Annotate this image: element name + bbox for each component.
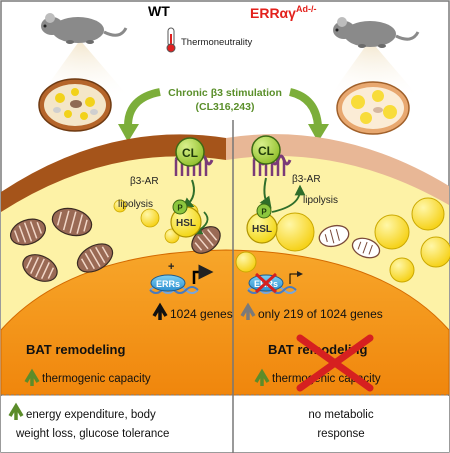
outcome-left-line1: energy expenditure, body — [26, 409, 156, 421]
lipolysis-label-left: lipolysis — [118, 199, 153, 210]
transcription-arrow-right — [289, 271, 303, 284]
wt-title: WT — [148, 3, 170, 19]
remodeling-blocked-cross — [296, 334, 374, 392]
up-arrow-capacity-right — [254, 368, 270, 386]
up-arrow-genes-right — [240, 302, 256, 320]
stimulus-label: Chronic β3 stimulation — [168, 87, 282, 99]
white-adipocyte-icon — [336, 81, 410, 135]
svg-text:CL: CL — [182, 146, 198, 160]
signal-arrow-left — [181, 179, 195, 210]
svg-text:CL: CL — [258, 144, 274, 158]
svg-text:P: P — [261, 208, 267, 217]
membrane-left — [1, 134, 226, 212]
signal-arrow-right — [259, 177, 272, 209]
capacity-label-left: thermogenic capacity — [42, 373, 151, 385]
ligand-cl-left: CL — [175, 137, 205, 167]
outcome-right-line1: no metabolic — [308, 409, 373, 421]
membrane-right — [226, 134, 449, 205]
up-arrow-outcome — [8, 402, 24, 420]
stimulus-arrow-left — [124, 88, 161, 127]
mitochondria-sparse — [318, 224, 381, 259]
lipolysis-label-right: lipolysis — [303, 195, 338, 206]
gene-count-right: only 219 of 1024 genes — [258, 307, 383, 321]
outcome-right-line2: response — [317, 428, 364, 440]
transcription-arrow-left — [192, 264, 214, 284]
svg-text:ERRs: ERRs — [156, 279, 180, 289]
up-arrow-genes-left — [152, 302, 168, 320]
phospho-badge-right: P — [256, 203, 272, 219]
ligand-cl-right: CL — [251, 135, 281, 165]
knockout-title: ERRαγAd-/- — [250, 4, 316, 21]
stimulus-arrow-right — [288, 88, 322, 127]
mouse-icon-knockout — [333, 17, 420, 48]
stimulus-compound-label: (CL316,243) — [196, 101, 255, 113]
brown-adipocyte-icon — [38, 78, 112, 132]
up-arrow-capacity-left — [24, 368, 40, 386]
svg-text:HSL: HSL — [176, 218, 196, 229]
remodeling-label-left: BAT remodeling — [26, 342, 125, 357]
mouse-icon-wt — [41, 13, 128, 44]
thermometer-icon — [166, 27, 176, 53]
outcome-left-line2: weight loss, glucose tolerance — [15, 428, 169, 440]
err-knockout-cross — [254, 272, 278, 294]
svg-text:HSL: HSL — [252, 224, 272, 235]
receptor-label-right: β3-AR — [292, 174, 321, 185]
err-receptor-left: ERRs — [150, 274, 186, 292]
condition-label: Thermoneutrality — [181, 37, 253, 48]
svg-text:P: P — [177, 204, 183, 213]
lipid-droplets-right — [235, 197, 450, 283]
phospho-badge-left: P — [172, 199, 188, 215]
activation-plus: + — [168, 261, 174, 273]
receptor-label-left: β3-AR — [130, 176, 159, 187]
gene-count-left: 1024 genes — [170, 307, 233, 321]
